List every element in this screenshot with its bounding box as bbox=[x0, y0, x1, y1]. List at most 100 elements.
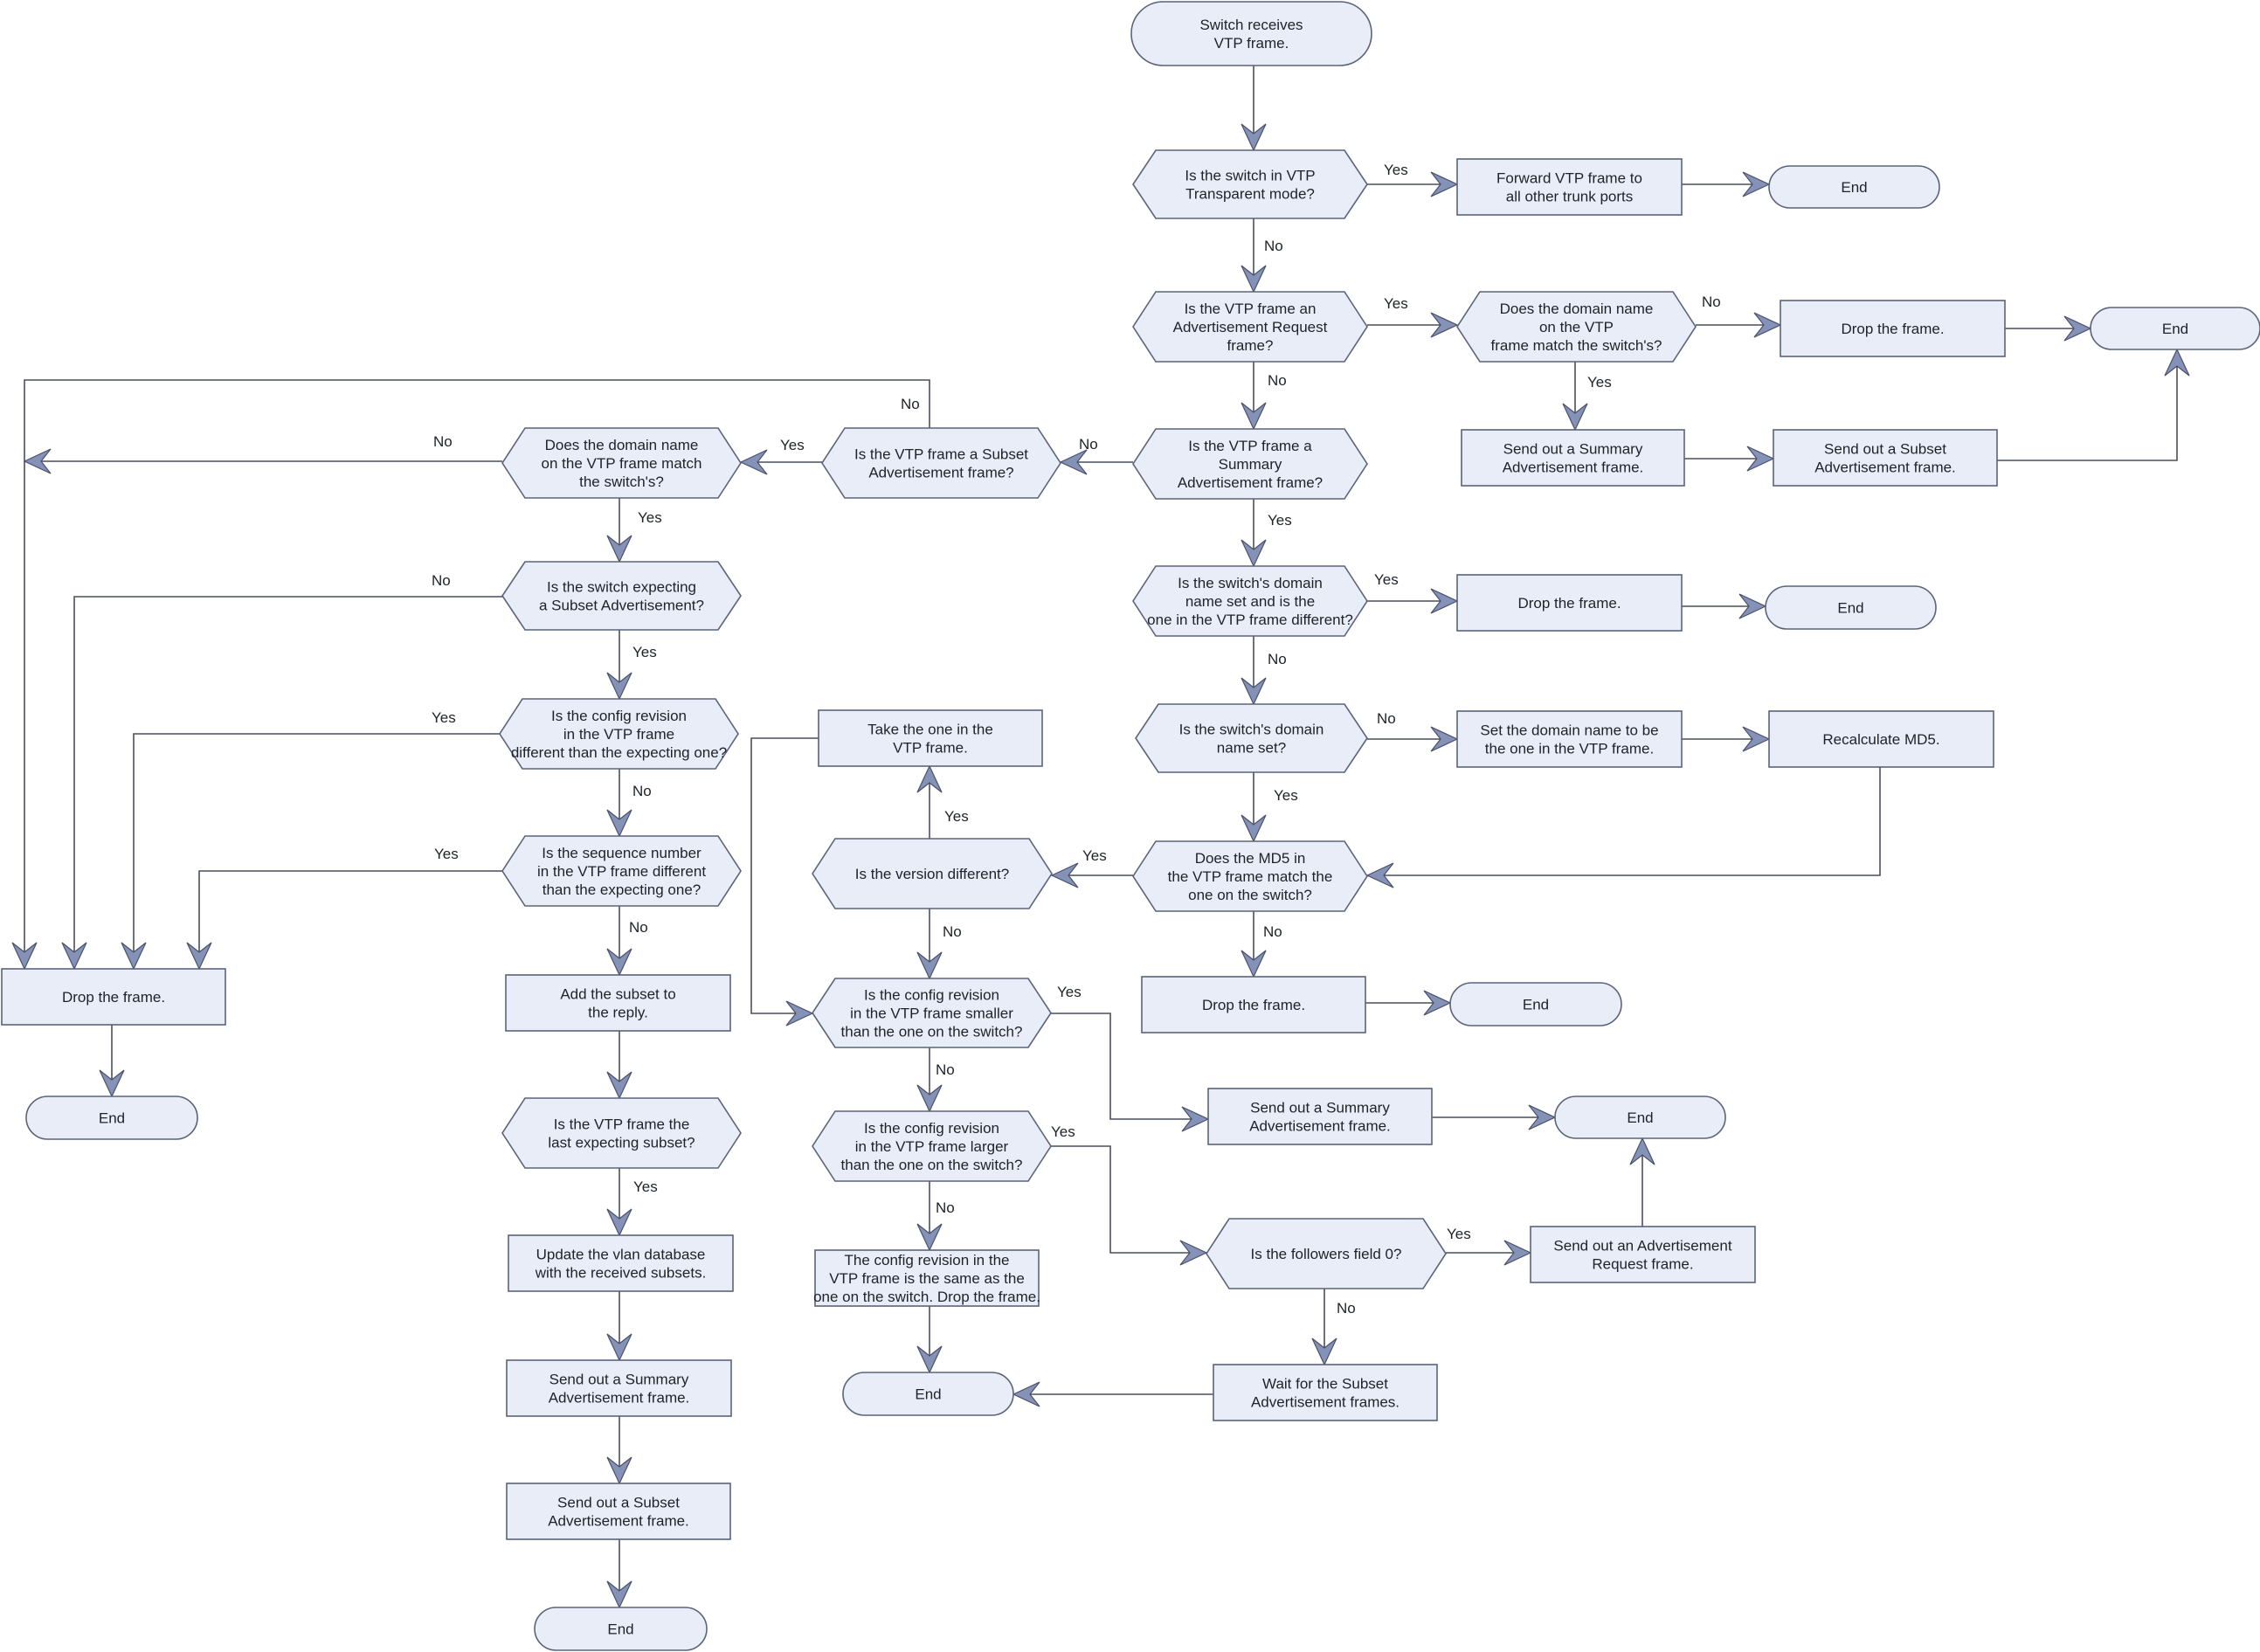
edge-drop-req-end-req bbox=[2005, 315, 2092, 342]
decision-shape bbox=[1132, 428, 1368, 500]
edge-label: No bbox=[1268, 651, 1287, 667]
decision-shape bbox=[501, 1097, 742, 1169]
arrowhead-icon bbox=[1241, 123, 1267, 152]
edge-recalc-q-md5 bbox=[1365, 767, 1881, 888]
arrowhead-icon bbox=[1365, 862, 1394, 888]
edge-q-followers-wait-subset bbox=[1311, 1289, 1337, 1366]
node-end-summary: End bbox=[1554, 1096, 1726, 1139]
node-label: Drop the frame. bbox=[62, 989, 165, 1006]
decision-shape bbox=[1132, 149, 1368, 219]
edge-send-summary-sm-end-summary bbox=[1432, 1104, 1557, 1130]
edge-label: No bbox=[936, 1199, 955, 1216]
arrowhead-icon bbox=[916, 951, 943, 980]
edge-label: Yes bbox=[1384, 295, 1408, 312]
edge-forward-end-forward bbox=[1682, 171, 1771, 197]
edge-send-subset-sub-end-sub bbox=[606, 1539, 632, 1609]
node-label: Drop the frame. bbox=[1517, 595, 1621, 612]
decision-shape bbox=[812, 1110, 1052, 1182]
edge-label: Yes bbox=[1268, 512, 1292, 529]
edge-q-subset-drop-left bbox=[11, 379, 930, 971]
edge-q-expecting-drop-left bbox=[61, 596, 502, 971]
edge-label: Yes bbox=[1082, 847, 1107, 864]
arrowhead-icon bbox=[121, 942, 147, 971]
edge-label: Yes bbox=[638, 509, 662, 526]
edge-q-seq-drop-left bbox=[186, 870, 502, 971]
terminator-shape bbox=[1449, 982, 1622, 1026]
connector-line bbox=[24, 379, 930, 969]
decision-shape bbox=[1132, 565, 1368, 637]
arrowhead-icon bbox=[61, 942, 87, 971]
edge-q-expecting-q-sub-rev bbox=[606, 630, 632, 701]
arrowhead-icon bbox=[739, 449, 768, 475]
edge-label: Yes bbox=[1274, 787, 1298, 804]
edge-q-summary-q-subset bbox=[1059, 449, 1133, 475]
arrowhead-icon bbox=[2063, 315, 2092, 342]
edge-start-q-transparent bbox=[1241, 66, 1267, 152]
arrowhead-icon bbox=[1423, 990, 1452, 1016]
arrowhead-icon bbox=[1430, 588, 1459, 614]
edge-set-domain-recalc bbox=[1682, 726, 1771, 752]
process-shape bbox=[1461, 429, 1685, 487]
node-end-req: End bbox=[2090, 307, 2260, 350]
connector-line bbox=[1997, 349, 2178, 461]
edge-q-version-q-smaller bbox=[916, 909, 943, 980]
edge-label: No bbox=[1079, 436, 1098, 453]
arrowhead-icon bbox=[1742, 171, 1771, 197]
edge-drop-left-end-left bbox=[99, 1025, 125, 1098]
edge-q-md5-drop-md5 bbox=[1241, 911, 1267, 978]
edge-wait-subset-end-same bbox=[1012, 1381, 1213, 1407]
edge-label: No bbox=[1263, 923, 1282, 940]
terminator-shape bbox=[1130, 1, 1372, 66]
arrowhead-icon bbox=[1528, 1104, 1557, 1130]
edge-q-dom-set-q-md5 bbox=[1241, 772, 1267, 843]
edge-label: Yes bbox=[632, 644, 657, 660]
edge-label: No bbox=[632, 783, 652, 799]
node-label: Is the followers field 0? bbox=[1251, 1246, 1402, 1262]
arrowhead-icon bbox=[916, 1345, 943, 1374]
arrowhead-icon bbox=[1738, 593, 1767, 619]
connector-line bbox=[198, 870, 502, 969]
arrowhead-icon bbox=[1430, 312, 1459, 338]
arrowhead-icon bbox=[1059, 449, 1088, 475]
arrowhead-icon bbox=[1311, 1337, 1337, 1366]
node-label: End bbox=[1627, 1109, 1653, 1126]
arrowhead-icon bbox=[1241, 677, 1267, 706]
edge-drop-dom-end-dom bbox=[1682, 593, 1767, 619]
node-label: Drop the frame. bbox=[1841, 321, 1944, 337]
node-label: End bbox=[99, 1110, 125, 1127]
process-shape bbox=[506, 1483, 731, 1540]
process-shape bbox=[818, 709, 1043, 767]
node-end-dom: End bbox=[1765, 585, 1937, 630]
node-drop-req: Drop the frame. bbox=[1780, 300, 2006, 357]
arrowhead-icon bbox=[11, 942, 38, 971]
edge-label: No bbox=[432, 572, 451, 589]
node-label: End bbox=[607, 1621, 633, 1638]
edge-send-summary-req-send-subset-req bbox=[1684, 446, 1775, 472]
arrowhead-icon bbox=[916, 1084, 943, 1113]
arrowhead-icon bbox=[1241, 814, 1267, 843]
arrowhead-icon bbox=[1241, 950, 1267, 978]
decision-shape bbox=[812, 838, 1053, 909]
edge-add-subset-q-last bbox=[606, 1031, 632, 1100]
